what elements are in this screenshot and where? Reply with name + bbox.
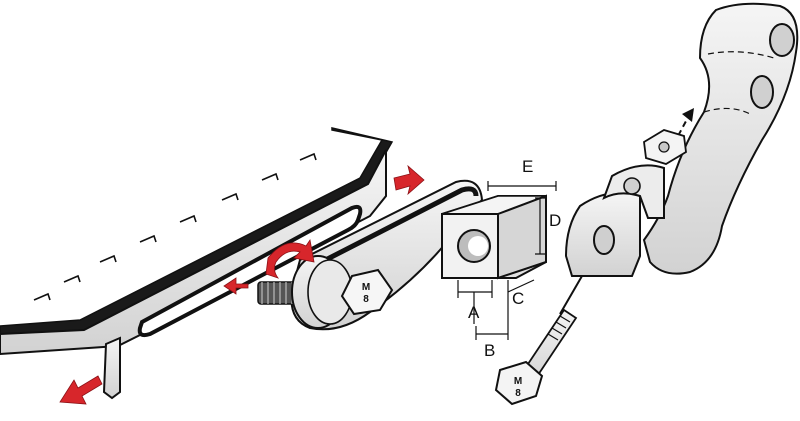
dimension-label-d: D — [549, 211, 561, 230]
up-arrow-head — [682, 108, 694, 122]
dimension-label-c: C — [512, 289, 524, 308]
nut-mark-8: 8 — [363, 294, 369, 305]
red-arrows — [59, 164, 425, 405]
arrow-right — [393, 164, 425, 196]
pivot-link-arm — [257, 179, 484, 331]
nut-mark-m: M — [362, 282, 370, 293]
bolt-mark-m: M — [514, 376, 522, 387]
clevis-bracket — [564, 164, 665, 277]
tread-marks — [33, 152, 317, 301]
threaded-stub — [257, 281, 299, 305]
dimension-label-e: E — [522, 157, 533, 176]
arrow-left-small — [223, 277, 249, 295]
arrow-rotate — [265, 238, 315, 279]
dimension-label-a: A — [468, 303, 480, 322]
mounting-bolt — [494, 308, 578, 406]
adapter-block — [441, 194, 547, 280]
footpeg-plate — [0, 127, 394, 400]
dimension-label-b: B — [484, 341, 495, 360]
shift-lever — [642, 2, 799, 275]
bolt-mark-8: 8 — [515, 388, 521, 399]
arrow-down-left — [59, 375, 103, 405]
dimension-lines — [457, 181, 557, 340]
clevis-nut — [643, 129, 687, 165]
